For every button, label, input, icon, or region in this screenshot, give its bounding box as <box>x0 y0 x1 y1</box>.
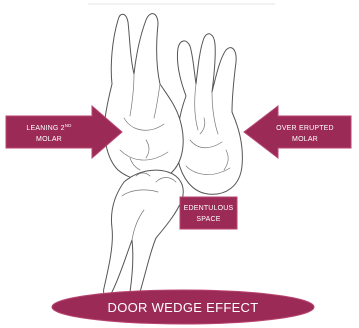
over-erupted-molar-drawing <box>177 34 243 195</box>
left-arrow-shape <box>6 106 122 158</box>
over-erupted-molar-arrow: OVER ERUPTED MOLAR <box>244 106 351 158</box>
upper-molar-drawing <box>105 14 184 181</box>
title-badge: DOOR WEDGE EFFECT <box>52 290 314 324</box>
edentulous-space-box: EDENTULOUS SPACE <box>180 197 237 229</box>
leaning-molar-drawing <box>104 170 184 298</box>
right-arrow-label-line1: OVER ERUPTED <box>276 125 334 132</box>
edentulous-label-line1: EDENTULOUS <box>184 205 234 212</box>
edentulous-label-line2: SPACE <box>196 216 220 223</box>
diagram-title: DOOR WEDGE EFFECT <box>108 300 259 315</box>
leaning-molar-arrow: LEANING 2ND MOLAR <box>6 106 122 158</box>
left-arrow-label-sup: ND <box>65 123 72 128</box>
right-arrow-label-line2: MOLAR <box>292 136 318 143</box>
right-arrow-shape <box>244 106 351 158</box>
left-arrow-label-line1: LEANING 2 <box>26 125 64 132</box>
edentulous-box-shape <box>180 197 237 229</box>
left-arrow-label-line2: MOLAR <box>36 136 62 143</box>
